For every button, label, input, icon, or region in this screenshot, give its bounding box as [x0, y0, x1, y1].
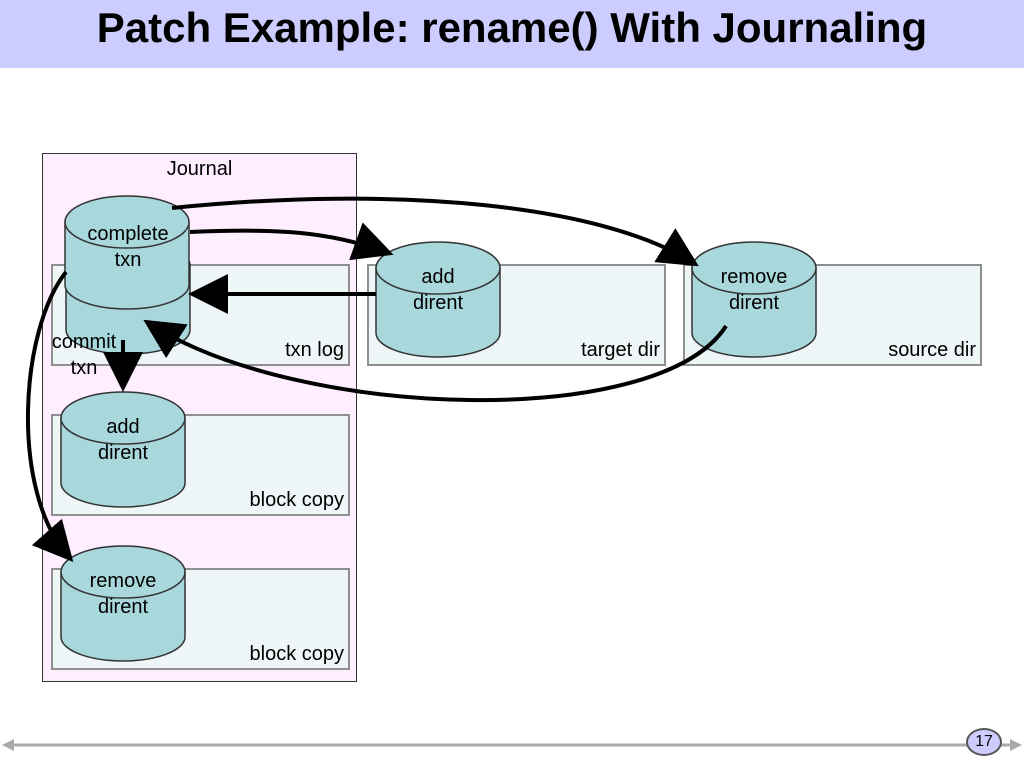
- commit-txn-label: commit txn: [51, 331, 117, 379]
- rule-left-arrow: [2, 739, 14, 751]
- add-dirent-target-label: add dirent: [412, 266, 464, 314]
- add-dirent-copy-label: add dirent: [97, 416, 149, 464]
- slide-number-badge: 17: [966, 728, 1002, 756]
- complete-txn-cylinder: [64, 195, 190, 310]
- remove-dirent-source-label: remove dirent: [720, 266, 788, 314]
- add-dirent-target-cylinder: [375, 241, 501, 358]
- complete-txn-label: complete txn: [87, 223, 169, 271]
- slide-title: Patch Example: rename() With Journaling: [96, 4, 928, 51]
- rule-right-arrow: [1010, 739, 1022, 751]
- title-bar: [0, 0, 1024, 68]
- remove-dirent-source-cylinder: [691, 241, 817, 358]
- block-copy-label-2: block copy: [249, 643, 345, 665]
- arrow-complete-to-source: [171, 196, 699, 267]
- arrow-source-to-txnlog: [143, 319, 728, 402]
- target-dir-label: target dir: [581, 339, 660, 361]
- add-dirent-copy-cylinder: [60, 391, 186, 508]
- remove-dirent-copy-label: remove dirent: [89, 570, 157, 618]
- remove-dirent-copy-cylinder: [60, 545, 186, 662]
- journal-label: Journal: [166, 158, 233, 180]
- arrow-complete-to-target: [189, 222, 394, 261]
- arrow-complete-to-remove-copy: [26, 270, 74, 563]
- txn-log-label: txn log: [285, 339, 344, 361]
- block-copy-label-1: block copy: [249, 489, 345, 511]
- source-dir-label: source dir: [888, 339, 976, 361]
